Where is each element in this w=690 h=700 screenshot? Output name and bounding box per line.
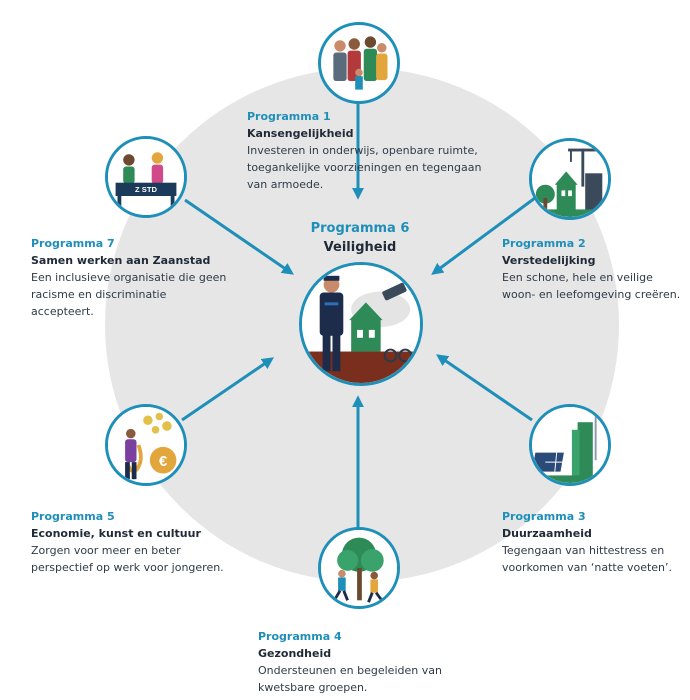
arrow-programma-7: [184, 198, 294, 275]
programma-1-desc-line-1: Investeren in onderwijs, openbare ruimte…: [247, 144, 478, 157]
programma-4-desc-line-2: kwetsbare groepen.: [258, 681, 368, 694]
programma-1-title: Kansengelijkheid: [247, 127, 354, 140]
arrow-programma-3: [436, 354, 533, 422]
programma-2-label: Programma 2 Verstedelijking Een schone, …: [502, 235, 680, 303]
desk-text: Z STD: [135, 185, 157, 194]
programma-4-label: Programma 4 Gezondheid Ondersteunen en b…: [258, 628, 442, 696]
programma-3-desc-line-1: Tegengaan van hittestress en: [502, 544, 665, 557]
programma-4-badge: [318, 527, 400, 609]
programma-2-title: Verstedelijking: [502, 254, 596, 267]
programma-5-desc-line-2: perspectief op werk voor jongeren.: [31, 561, 224, 574]
city-construction-icon: [532, 141, 608, 217]
programma-1-desc-line-3: van armoede.: [247, 178, 324, 191]
tree-runners-icon: [321, 530, 397, 606]
programma-1-number: Programma 1: [247, 110, 331, 123]
center-program: Programma 6: [310, 221, 410, 236]
programma-7-desc-line-3: accepteert.: [31, 305, 94, 318]
programma-4-title: Gezondheid: [258, 647, 332, 660]
security-badge: [299, 262, 423, 386]
svg-text:€: €: [159, 453, 168, 470]
center-label: Programma 6 Veiligheid: [280, 220, 440, 258]
programma-7-badge: Z STD: [105, 136, 187, 218]
programma-5-title: Economie, kunst en cultuur: [31, 527, 201, 540]
saxophone-euro-icon: €: [108, 407, 184, 483]
programma-1-badge: [318, 22, 400, 104]
programma-4-number: Programma 4: [258, 630, 342, 643]
programma-1-label: Programma 1 Kansengelijkheid Investeren …: [247, 108, 481, 193]
service-desk-icon: Z STD: [108, 139, 184, 215]
programma-3-label: Programma 3 Duurzaamheid Tegengaan van h…: [502, 508, 672, 576]
programma-3-title: Duurzaamheid: [502, 527, 592, 540]
center-title: Veiligheid: [323, 240, 397, 255]
programma-3-desc-line-2: voorkomen van ‘natte voeten’.: [502, 561, 673, 574]
programma-1-desc-line-2: toegankelijke voorzieningen en tegengaan: [247, 161, 482, 174]
programma-7-desc-line-1: Een inclusieve organisatie die geen: [31, 271, 227, 284]
programma-3-number: Programma 3: [502, 510, 586, 523]
programma-3-badge: [529, 404, 611, 486]
programma-7-label: Programma 7 Samen werken aan Zaanstad Ee…: [31, 235, 226, 320]
solar-wind-icon: [532, 407, 608, 483]
programma-5-desc-line-1: Zorgen voor meer en beter: [31, 544, 181, 557]
programma-7-title: Samen werken aan Zaanstad: [31, 254, 211, 267]
programma-2-desc-line-1: Een schone, hele en veilige: [502, 271, 653, 284]
police-officer-icon: [302, 265, 420, 383]
programma-7-number: Programma 7: [31, 237, 115, 250]
arrow-programma-2: [431, 196, 536, 275]
programma-2-number: Programma 2: [502, 237, 586, 250]
programma-2-desc-line-2: woon- en leefomgeving creëren.: [502, 288, 681, 301]
programma-5-number: Programma 5: [31, 510, 115, 523]
family-icon: [333, 36, 388, 90]
programma-5-label: Programma 5 Economie, kunst en cultuur Z…: [31, 508, 224, 576]
programma-5-badge: €: [105, 404, 187, 486]
programma-4-desc-line-1: Ondersteunen en begeleiden van: [258, 664, 442, 677]
programma-2-badge: [529, 138, 611, 220]
arrow-programma-5: [181, 357, 274, 422]
programma-7-desc-line-2: racisme en discriminatie: [31, 288, 167, 301]
